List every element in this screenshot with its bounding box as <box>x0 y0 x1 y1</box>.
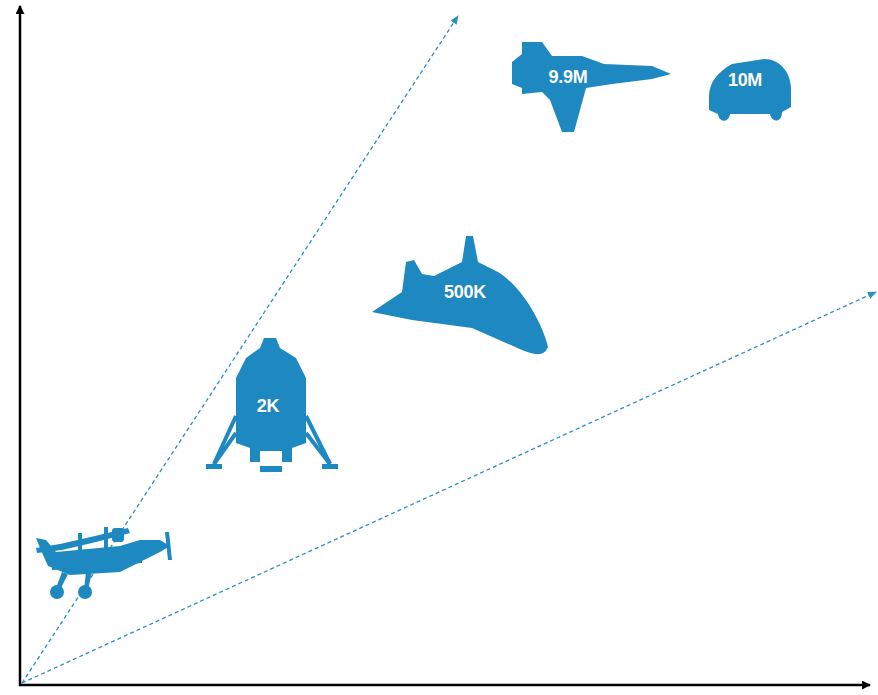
biplane-icon <box>36 527 172 599</box>
silhouette-part <box>372 236 548 354</box>
value-label: 9.9M <box>549 68 588 86</box>
landing-leg <box>214 433 236 464</box>
silhouette-part <box>206 464 222 469</box>
silhouette-part <box>709 59 791 121</box>
silhouette-shape <box>512 32 672 132</box>
fighter-jet-icon: 9.9M <box>512 32 672 132</box>
silhouette-part <box>322 464 338 469</box>
value-label: 500K <box>444 283 486 301</box>
lower-bound-line <box>22 292 876 683</box>
y-axis <box>19 6 22 686</box>
landing-leg <box>214 416 236 464</box>
silhouette-part <box>236 338 306 462</box>
silhouette-part <box>260 466 282 472</box>
value-label: 10M <box>728 71 762 89</box>
landing-leg <box>306 416 330 464</box>
x-axis <box>19 684 870 687</box>
silhouette-part <box>512 42 671 132</box>
car-icon: 10M <box>704 52 792 124</box>
value-label: 2K <box>257 397 279 415</box>
space-shuttle-icon: 500K <box>372 232 548 358</box>
landing-leg <box>306 433 330 464</box>
lunar-module-icon: 2K <box>206 338 338 476</box>
